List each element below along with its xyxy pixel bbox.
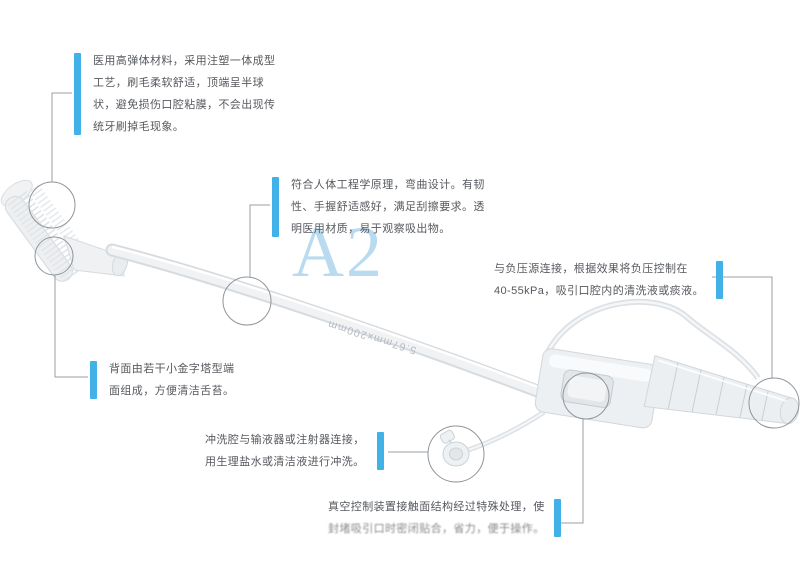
annotation-line: 面组成，方便清洁舌苔。 [109, 385, 235, 397]
callout-circle-port [427, 425, 485, 483]
accent-bar [715, 261, 723, 299]
annotation-vacuum-control: 真空控制装置接触面结构经过特殊处理，使 封堵吸引口时密闭贴合，省力，便于操作。 [328, 496, 561, 540]
step-connector [643, 354, 800, 425]
callout-circle-bend [222, 276, 272, 326]
annotation-line: 统牙刷掉毛现象。 [93, 121, 185, 133]
main-shaft [105, 243, 547, 399]
accent-bar [74, 53, 81, 135]
annotation-irrigation: 冲洗腔与输液器或注射器连接， 用生理盐水或清洁液进行冲洗。 [205, 429, 384, 473]
loop-tube [545, 298, 761, 380]
annotation-line: 40-55kPa，吸引口腔内的清洗液或痰液。 [494, 285, 704, 297]
irrigation-line [467, 409, 546, 453]
irrigation-port [439, 429, 470, 467]
annotation-ergonomic-design: 符合人体工程学原理，弯曲设计。有韧 性、手握舒适感好，满足刮擦要求。透 明医用材… [272, 174, 485, 240]
annotation-line: 符合人体工程学原理，弯曲设计。有韧 [291, 179, 485, 191]
watermark-a2: A2 [292, 212, 384, 292]
callout-circle-back [34, 236, 74, 276]
accent-bar [272, 177, 279, 237]
annotation-line: 医用高弹体材料，采用注塑一体成型 [93, 55, 276, 67]
leader-brush-material [51, 92, 72, 182]
leader-vacuum-control [560, 419, 584, 524]
annotation-line: 背面由若干小金字塔型端 [109, 363, 235, 375]
annotation-line: 真空控制装置接触面结构经过特殊处理，使 [328, 501, 545, 513]
annotation-line: 工艺，刷毛柔软舒适，顶端呈半球 [93, 77, 264, 89]
callout-circle-connector [748, 377, 800, 429]
annotation-line: 用生理盐水或清洁液进行冲洗。 [205, 456, 365, 468]
brush-neck [63, 235, 129, 277]
annotation-brush-material: 医用高弹体材料，采用注塑一体成型 工艺，刷毛柔软舒适，顶端呈半球 状，避免损伤口… [74, 50, 275, 138]
leader-back-pyramids [54, 275, 88, 378]
annotation-line: 封堵吸引口时密闭贴合，省力，便于操作。 [328, 523, 545, 535]
annotation-line: 性、手握舒适感好，满足刮擦要求。透 [291, 201, 485, 213]
annotation-line: 冲洗腔与输液器或注射器连接， [205, 434, 365, 446]
annotation-line: 明医用材质，易于观察吸出物。 [291, 223, 451, 235]
accent-bar [376, 432, 384, 470]
annotation-negative-pressure: 与负压源连接，根据效果将负压控制在 40-55kPa，吸引口腔内的清洗液或痰液。 [494, 258, 723, 302]
control-body [534, 348, 660, 429]
leader-negative-pressure [712, 276, 773, 378]
callout-circle-control [562, 372, 610, 420]
accent-bar [90, 361, 97, 399]
leader-ergonomic [249, 204, 270, 277]
accent-bar [553, 499, 561, 537]
annotation-line: 与负压源连接，根据效果将负压控制在 [494, 263, 688, 275]
annotation-back-pyramids: 背面由若干小金字塔型端 面组成，方便清洁舌苔。 [90, 358, 234, 402]
annotation-line: 状，避免损伤口腔粘膜，不会出现传 [93, 99, 276, 111]
